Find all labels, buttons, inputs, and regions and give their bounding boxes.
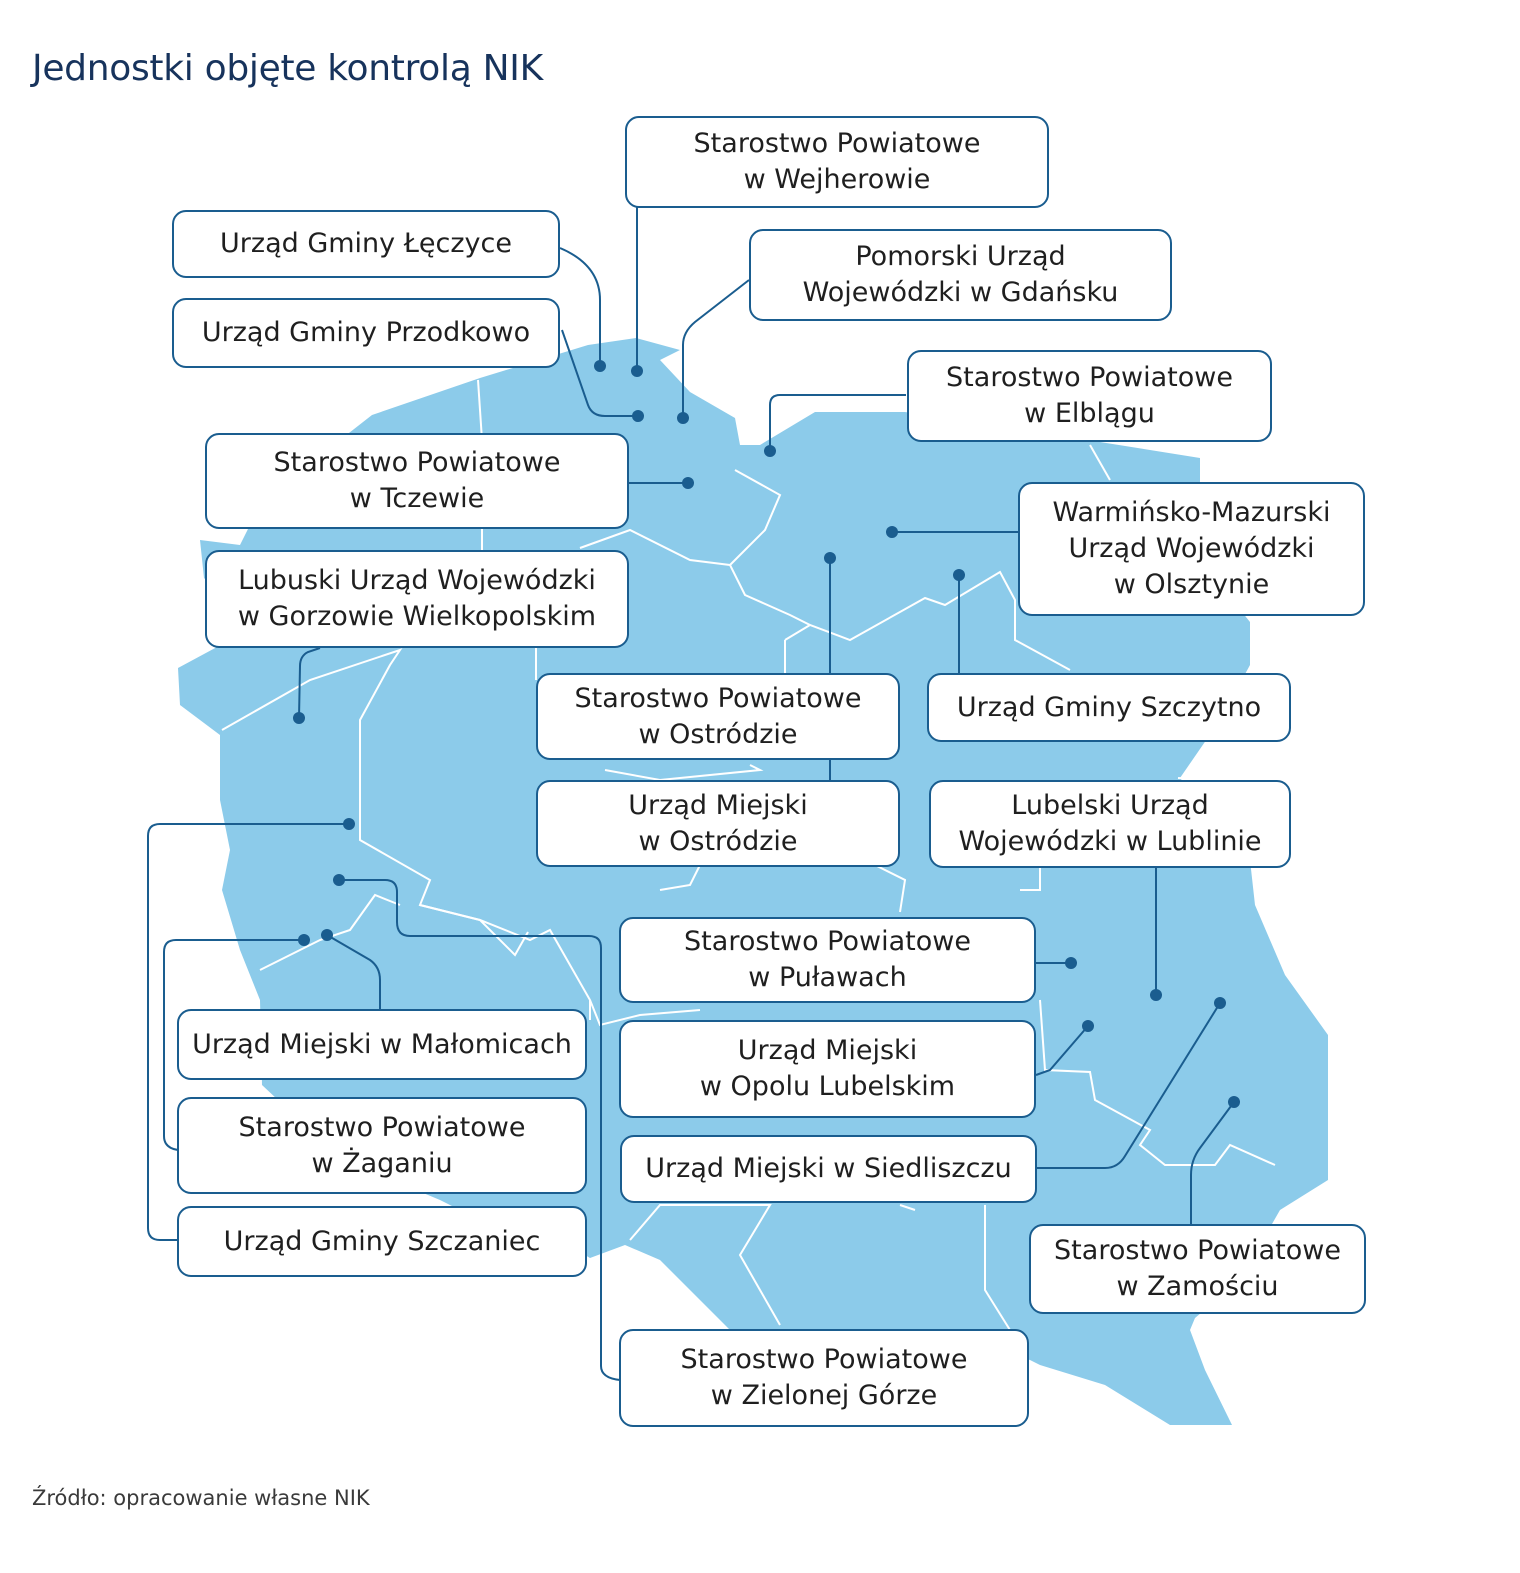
label-siedliszcze: Urząd Miejski w Siedliszczu	[620, 1135, 1037, 1203]
label-lublin: Lubelski Urząd Wojewódzki w Lublinie	[929, 780, 1291, 868]
marker-pulawy	[1065, 957, 1077, 969]
map-title: Jednostki objęte kontrolą NIK	[32, 48, 543, 89]
leader-szczaniec	[147, 823, 349, 1241]
border-13	[1020, 860, 1041, 891]
label-pulawy: Starostwo Powiatowe w Puławach	[619, 917, 1036, 1003]
label-leczyce: Urząd Gminy Łęczyce	[172, 210, 560, 278]
marker-gdansk	[677, 412, 689, 424]
label-gdansk: Pomorski Urząd Wojewódzki w Gdańsku	[749, 229, 1172, 321]
source-note: Źródło: opracowanie własne NIK	[32, 1486, 370, 1510]
border-14	[1039, 999, 1276, 1166]
border-4	[784, 570, 1071, 671]
marker-olsztyn	[886, 526, 898, 538]
label-gorzow: Lubuski Urząd Wojewódzki w Gorzowie Wiel…	[205, 550, 629, 648]
marker-leczyce	[594, 360, 606, 372]
label-zamosc: Starostwo Powiatowe w Zamościu	[1029, 1224, 1366, 1314]
marker-lublin	[1150, 989, 1162, 1001]
leader-siedliszcze	[1036, 1002, 1221, 1169]
marker-szczytno	[953, 569, 965, 581]
marker-opole	[1082, 1020, 1094, 1032]
leader-malomice	[326, 934, 381, 1009]
border-3	[579, 528, 731, 566]
border-6	[1089, 444, 1111, 481]
leader-zielona-gora	[339, 879, 621, 1381]
label-szczaniec: Urząd Gminy Szczaniec	[177, 1206, 587, 1277]
marker-siedliszcze	[1214, 997, 1226, 1009]
leader-gorzow	[298, 647, 321, 719]
marker-ostroda	[824, 552, 836, 564]
label-zielona-gora: Starostwo Powiatowe w Zielonej Górze	[619, 1329, 1029, 1427]
label-malomice: Urząd Miejski w Małomicach	[177, 1009, 587, 1080]
border-17	[1177, 777, 1221, 781]
marker-zamosc	[1228, 1096, 1240, 1108]
leader-przodkowo	[561, 329, 638, 417]
border-19	[899, 1204, 916, 1211]
border-15	[629, 1204, 781, 1326]
marker-tczew	[682, 477, 694, 489]
label-opole-lub: Urząd Miejski w Opolu Lubelskim	[619, 1020, 1036, 1118]
border-18	[604, 764, 764, 782]
label-tczew: Starostwo Powiatowe w Tczewie	[205, 433, 629, 529]
border-10	[419, 904, 529, 957]
border-11	[659, 864, 701, 891]
marker-malomice	[321, 929, 333, 941]
border-12	[874, 864, 907, 913]
leader-gdansk	[682, 279, 750, 418]
label-ostroda-st: Starostwo Powiatowe w Ostródzie	[536, 673, 900, 760]
leader-opole	[1035, 1025, 1089, 1076]
border-16	[984, 1205, 1011, 1331]
location-markers	[293, 360, 1240, 1108]
label-elblag: Starostwo Powiatowe w Elblągu	[907, 350, 1272, 442]
label-ostroda-um: Urząd Miejski w Ostródzie	[536, 780, 900, 867]
border-9	[259, 893, 401, 971]
marker-wejherowo	[631, 365, 643, 377]
label-szczytno: Urząd Gminy Szczytno	[927, 673, 1291, 742]
marker-gorzow	[293, 712, 305, 724]
label-wejherowo: Starostwo Powiatowe w Wejherowie	[625, 116, 1049, 208]
label-przodkowo: Urząd Gminy Przodkowo	[172, 298, 560, 368]
label-olsztyn: Warmińsko-Mazurski Urząd Wojewódzki w Ol…	[1018, 482, 1365, 616]
label-zagan: Starostwo Powiatowe w Żaganiu	[177, 1097, 587, 1194]
leader-zamosc	[1190, 1101, 1235, 1224]
marker-zielona-gora	[333, 874, 345, 886]
marker-zagan	[298, 934, 310, 946]
marker-szczaniec	[343, 818, 355, 830]
marker-przodkowo	[632, 410, 644, 422]
leader-elblag	[769, 394, 906, 451]
leader-zagan	[163, 939, 304, 1151]
leader-leczyce	[559, 247, 601, 366]
marker-elblag	[764, 445, 776, 457]
